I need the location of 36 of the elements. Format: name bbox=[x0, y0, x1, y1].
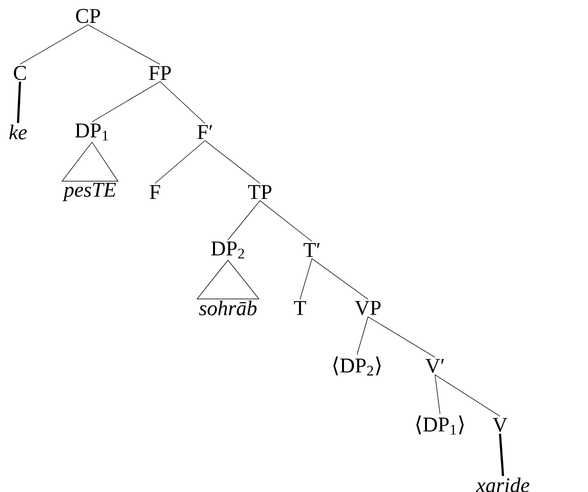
branch-line bbox=[368, 316, 436, 358]
triangle-branch bbox=[196, 260, 260, 300]
branch-line bbox=[92, 81, 160, 122]
category-label: DP$_{1}$ bbox=[75, 124, 108, 140]
branch-line bbox=[160, 81, 206, 124]
branch-line bbox=[228, 200, 260, 240]
category-label: C bbox=[14, 66, 26, 80]
category-label: ⟨DP$_{2}$⟩ bbox=[333, 356, 381, 376]
word-label: ke bbox=[9, 124, 27, 140]
branch-line bbox=[88, 24, 160, 65]
category-label: F bbox=[150, 185, 160, 199]
branch-line bbox=[434, 374, 440, 414]
category-label: ⟨DP$_{1}$⟩ bbox=[416, 415, 464, 435]
category-label: F′ bbox=[197, 125, 212, 139]
category-label: TP bbox=[248, 185, 272, 199]
word-label: sohrāb bbox=[199, 300, 257, 316]
category-label: DP$_{2}$ bbox=[211, 242, 244, 258]
category-label: T bbox=[294, 301, 306, 315]
branch-line bbox=[434, 374, 500, 417]
branch-line bbox=[154, 140, 206, 184]
category-label: V′ bbox=[425, 358, 444, 374]
branch-line bbox=[312, 258, 368, 300]
branch-line bbox=[356, 316, 368, 356]
category-label: CP bbox=[76, 8, 100, 24]
branch-line bbox=[300, 258, 312, 300]
branch-line bbox=[20, 24, 88, 65]
category-label: V bbox=[492, 418, 508, 432]
branch-line bbox=[16, 82, 22, 123]
word-label: xaride bbox=[476, 478, 530, 492]
category-label: VP bbox=[354, 300, 381, 316]
branch-line bbox=[260, 200, 312, 242]
category-label: T′ bbox=[304, 243, 320, 257]
branch-line bbox=[498, 434, 504, 476]
branch-line bbox=[204, 140, 260, 184]
category-label: FP bbox=[148, 66, 171, 80]
word-label: pesTE bbox=[62, 182, 116, 202]
